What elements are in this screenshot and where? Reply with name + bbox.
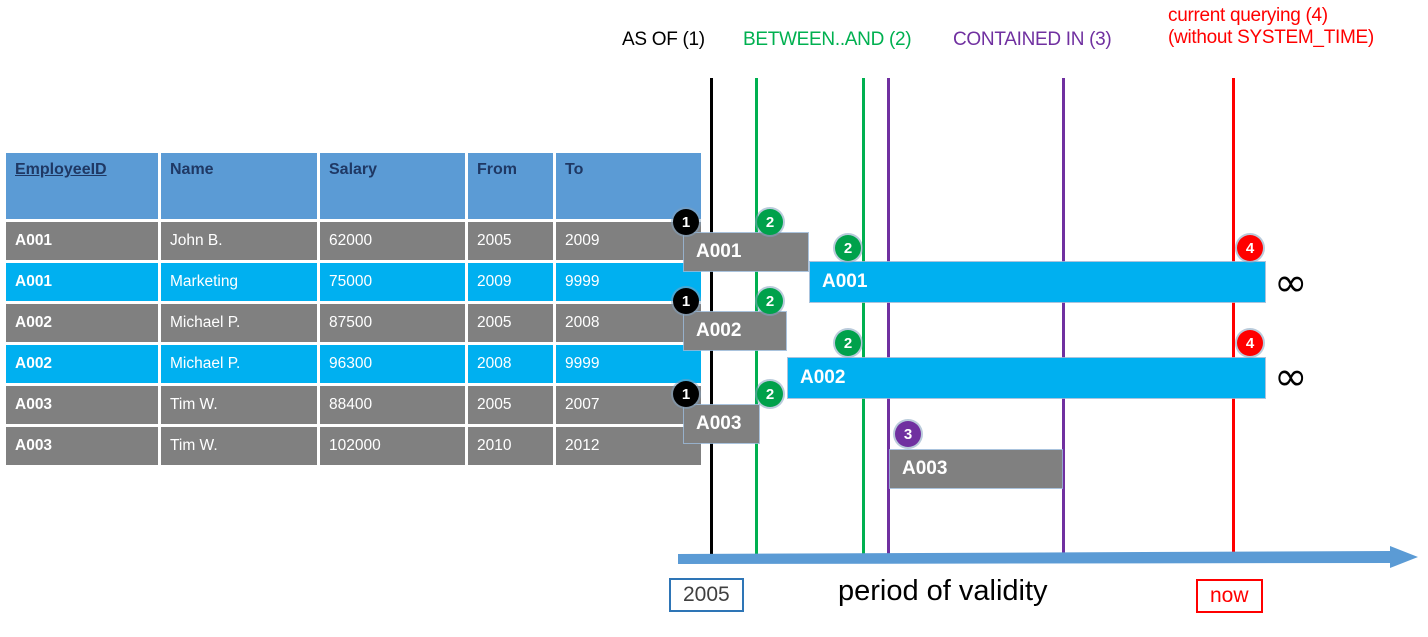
marker-1-a002: 1 <box>673 288 699 314</box>
cell-employeeid: A002 <box>6 345 158 383</box>
cell-employeeid: A002 <box>6 304 158 342</box>
cell-salary: 96300 <box>320 345 465 383</box>
table-header-row: EmployeeID Name Salary From To <box>6 153 701 219</box>
cell-employeeid: A001 <box>6 222 158 260</box>
cell-salary: 87500 <box>320 304 465 342</box>
query-line-contained-start <box>887 78 890 562</box>
marker-1-a003: 1 <box>673 381 699 407</box>
column-header-label: Name <box>170 161 214 178</box>
cell-from: 2010 <box>468 427 553 465</box>
cell-name: Michael P. <box>161 304 317 342</box>
table-row: A001 John B. 62000 2005 2009 <box>6 222 701 260</box>
legend-contained-in: CONTAINED IN (3) <box>953 29 1112 50</box>
cell-employeeid: A001 <box>6 263 158 301</box>
marker-1-a001: 1 <box>673 209 699 235</box>
table-row: A002 Michael P. 96300 2008 9999 <box>6 345 701 383</box>
marker-2-a001-end: 2 <box>835 235 861 261</box>
timeline-axis-arrow <box>678 546 1418 568</box>
cell-from: 2009 <box>468 263 553 301</box>
cell-from: 2005 <box>468 304 553 342</box>
cell-name: John B. <box>161 222 317 260</box>
cell-name: Tim W. <box>161 427 317 465</box>
column-header-salary[interactable]: Salary <box>320 153 465 219</box>
bar-a001-current: A001 <box>810 262 1265 302</box>
table-row: A003 Tim W. 88400 2005 2007 <box>6 386 701 424</box>
query-line-between-end <box>862 78 865 562</box>
cell-to: 2012 <box>556 427 701 465</box>
cell-name: Michael P. <box>161 345 317 383</box>
column-header-name[interactable]: Name <box>161 153 317 219</box>
column-header-label: To <box>565 161 584 178</box>
infinity-icon-a002: ∞ <box>1274 354 1308 400</box>
table-row: A001 Marketing 75000 2009 9999 <box>6 263 701 301</box>
legend-current-line1: current querying (4) <box>1168 5 1328 26</box>
legend-as-of: AS OF (1) <box>622 29 705 50</box>
axis-start-label: 2005 <box>669 578 744 612</box>
table-row: A002 Michael P. 87500 2005 2008 <box>6 304 701 342</box>
marker-2-a002-start: 2 <box>757 288 783 314</box>
cell-to: 2008 <box>556 304 701 342</box>
axis-end-label: now <box>1196 579 1263 613</box>
table-row: A003 Tim W. 102000 2010 2012 <box>6 427 701 465</box>
column-header-label: EmployeeID <box>15 161 107 178</box>
marker-2-a001-start: 2 <box>757 209 783 235</box>
column-header-to[interactable]: To <box>556 153 701 219</box>
cell-to: 9999 <box>556 263 701 301</box>
cell-to: 9999 <box>556 345 701 383</box>
bar-a003-second: A003 <box>890 450 1062 488</box>
query-line-now <box>1232 78 1235 562</box>
marker-2-a002-end: 2 <box>835 330 861 356</box>
marker-2-a003: 2 <box>757 381 783 407</box>
legend-current-querying: current querying (4) (without SYSTEM_TIM… <box>1168 5 1374 50</box>
bar-a003-historical: A003 <box>684 405 759 443</box>
column-header-label: Salary <box>329 161 378 178</box>
cell-name: Tim W. <box>161 386 317 424</box>
cell-salary: 62000 <box>320 222 465 260</box>
cell-employeeid: A003 <box>6 386 158 424</box>
cell-name: Marketing <box>161 263 317 301</box>
column-header-employeeid[interactable]: EmployeeID <box>6 153 158 219</box>
cell-from: 2005 <box>468 222 553 260</box>
infinity-icon-a001: ∞ <box>1274 260 1308 306</box>
legend-current-line2: (without SYSTEM_TIME) <box>1168 27 1374 49</box>
column-header-from[interactable]: From <box>468 153 553 219</box>
column-header-label: From <box>477 161 517 178</box>
bar-a001-historical: A001 <box>684 233 808 271</box>
cell-employeeid: A003 <box>6 427 158 465</box>
axis-caption: period of validity <box>838 575 1048 607</box>
bar-a002-historical: A002 <box>684 312 786 350</box>
cell-salary: 102000 <box>320 427 465 465</box>
bar-a002-current: A002 <box>788 358 1265 398</box>
cell-salary: 75000 <box>320 263 465 301</box>
cell-from: 2008 <box>468 345 553 383</box>
marker-4-a001: 4 <box>1237 235 1263 261</box>
legend-between-and: BETWEEN..AND (2) <box>743 29 912 50</box>
marker-3-a003: 3 <box>895 421 921 447</box>
employee-table: EmployeeID Name Salary From To A001 John… <box>3 150 704 468</box>
cell-salary: 88400 <box>320 386 465 424</box>
query-line-contained-end <box>1062 78 1065 562</box>
cell-from: 2005 <box>468 386 553 424</box>
marker-4-a002: 4 <box>1237 330 1263 356</box>
